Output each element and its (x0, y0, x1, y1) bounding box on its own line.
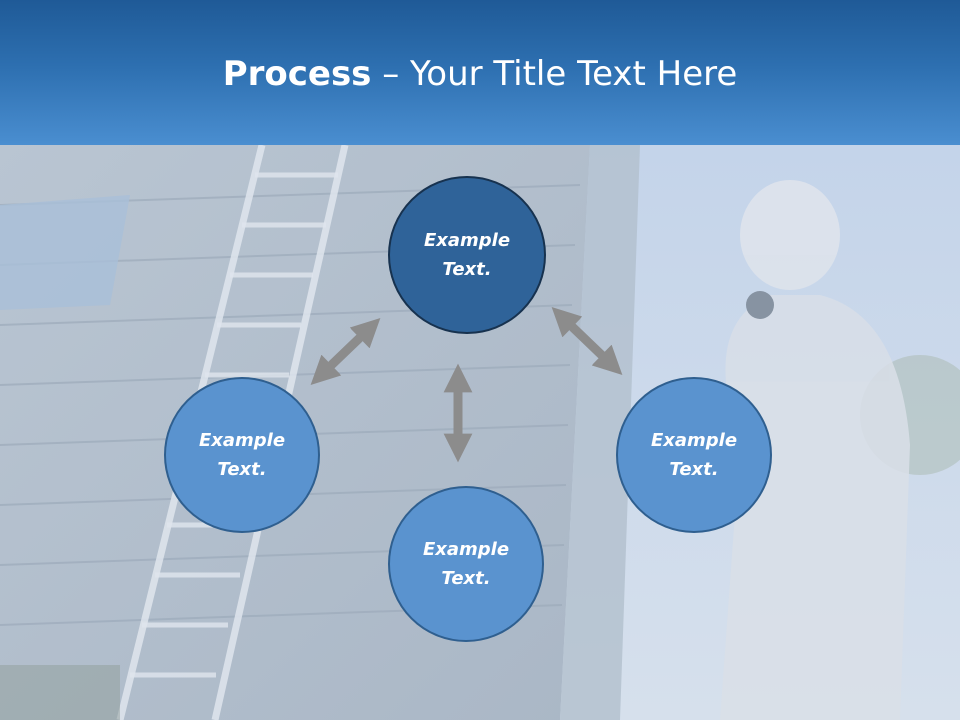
node-right-line2: Text. (669, 459, 719, 480)
node-left-line2: Text. (217, 459, 267, 480)
process-node-bottom: Example Text. (388, 486, 544, 642)
title-bold: Process (222, 54, 372, 94)
node-left-line1: Example (198, 430, 286, 451)
node-top-line2: Text. (442, 259, 492, 280)
process-node-right: Example Text. (616, 377, 772, 533)
node-bottom-line1: Example (422, 539, 510, 560)
process-node-top: Example Text. (388, 176, 546, 334)
slide-title: Process – Your Title Text Here (0, 52, 960, 96)
arrow-top-right-icon (551, 307, 623, 375)
node-right-line1: Example (650, 430, 738, 451)
node-right-text: Example Text. (634, 426, 754, 484)
node-top-text: Example Text. (407, 226, 527, 284)
node-bottom-text: Example Text. (406, 535, 526, 593)
arrow-top-left-icon (310, 318, 381, 385)
node-bottom-line2: Text. (441, 568, 491, 589)
node-top-line1: Example (423, 230, 511, 251)
node-left-text: Example Text. (182, 426, 302, 484)
process-node-left: Example Text. (164, 377, 320, 533)
title-rest: – Your Title Text Here (371, 54, 738, 94)
header-bar (0, 0, 960, 145)
